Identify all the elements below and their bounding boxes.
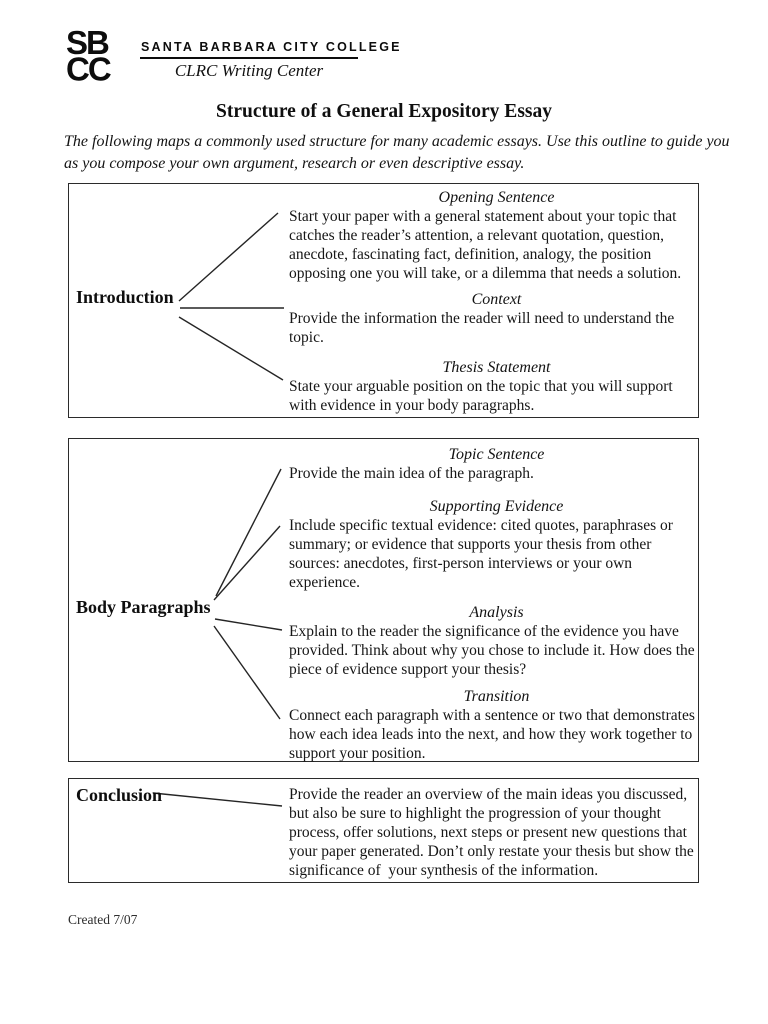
section-body: Connect each paragraph with a sentence o…: [289, 707, 695, 762]
intro-text: The following maps a commonly used struc…: [64, 133, 730, 172]
body-paragraphs-box: Body Paragraphs Topic Sentence Provide t…: [68, 438, 699, 762]
section-body: Explain to the reader the significance o…: [289, 623, 695, 678]
section-body: Include specific textual evidence: cited…: [289, 517, 673, 591]
page-title: Structure of a General Expository Essay: [216, 101, 552, 122]
analysis-section: Analysis Explain to the reader the signi…: [289, 603, 704, 679]
section-heading: Topic Sentence: [448, 446, 545, 463]
opening-sentence-section: Opening Sentence Start your paper with a…: [289, 188, 704, 283]
connector-line: [213, 525, 281, 601]
transition-section: Transition Connect each paragraph with a…: [289, 687, 704, 763]
connector-line: [213, 625, 281, 720]
connector-line: [215, 468, 282, 597]
conclusion-label: Conclusion: [76, 785, 163, 805]
body-paragraphs-label: Body Paragraphs: [76, 597, 211, 617]
college-name: SANTA BARBARA CITY COLLEGE: [141, 40, 402, 54]
conclusion-box: Conclusion Provide the reader an overvie…: [68, 778, 699, 883]
section-heading: Analysis: [469, 604, 524, 621]
section-body: State your arguable position on the topi…: [289, 378, 673, 414]
sbcc-logo-line1: SB: [66, 23, 110, 62]
thesis-statement-section: Thesis Statement State your arguable pos…: [289, 358, 704, 415]
section-heading: Opening Sentence: [438, 189, 555, 206]
supporting-evidence-section: Supporting Evidence Include specific tex…: [289, 497, 704, 592]
section-heading: Thesis Statement: [442, 359, 551, 376]
topic-sentence-section: Topic Sentence Provide the main idea of …: [289, 445, 704, 483]
created-date: Created 7/07: [68, 912, 138, 927]
connector-line: [214, 618, 283, 631]
sbcc-logo-line2: CC: [66, 49, 112, 88]
connector-line: [178, 316, 284, 381]
conclusion-section: Provide the reader an overview of the ma…: [289, 785, 704, 880]
section-body: Provide the reader an overview of the ma…: [289, 786, 694, 879]
introduction-box: Introduction Opening Sentence Start your…: [68, 183, 699, 418]
sbcc-logo: SB CC: [66, 23, 112, 88]
introduction-label: Introduction: [76, 287, 174, 307]
section-heading: Context: [471, 291, 522, 308]
connector-line: [152, 792, 283, 807]
writing-center-name: CLRC Writing Center: [174, 61, 324, 80]
section-heading: Supporting Evidence: [429, 498, 564, 515]
header-divider: [140, 57, 358, 59]
section-body: Start your paper with a general statemen…: [289, 208, 682, 282]
connector-line: [178, 212, 279, 302]
context-section: Context Provide the information the read…: [289, 290, 704, 347]
section-heading: Transition: [463, 688, 530, 705]
section-body: Provide the main idea of the paragraph.: [289, 465, 534, 482]
section-body: Provide the information the reader will …: [289, 310, 675, 346]
